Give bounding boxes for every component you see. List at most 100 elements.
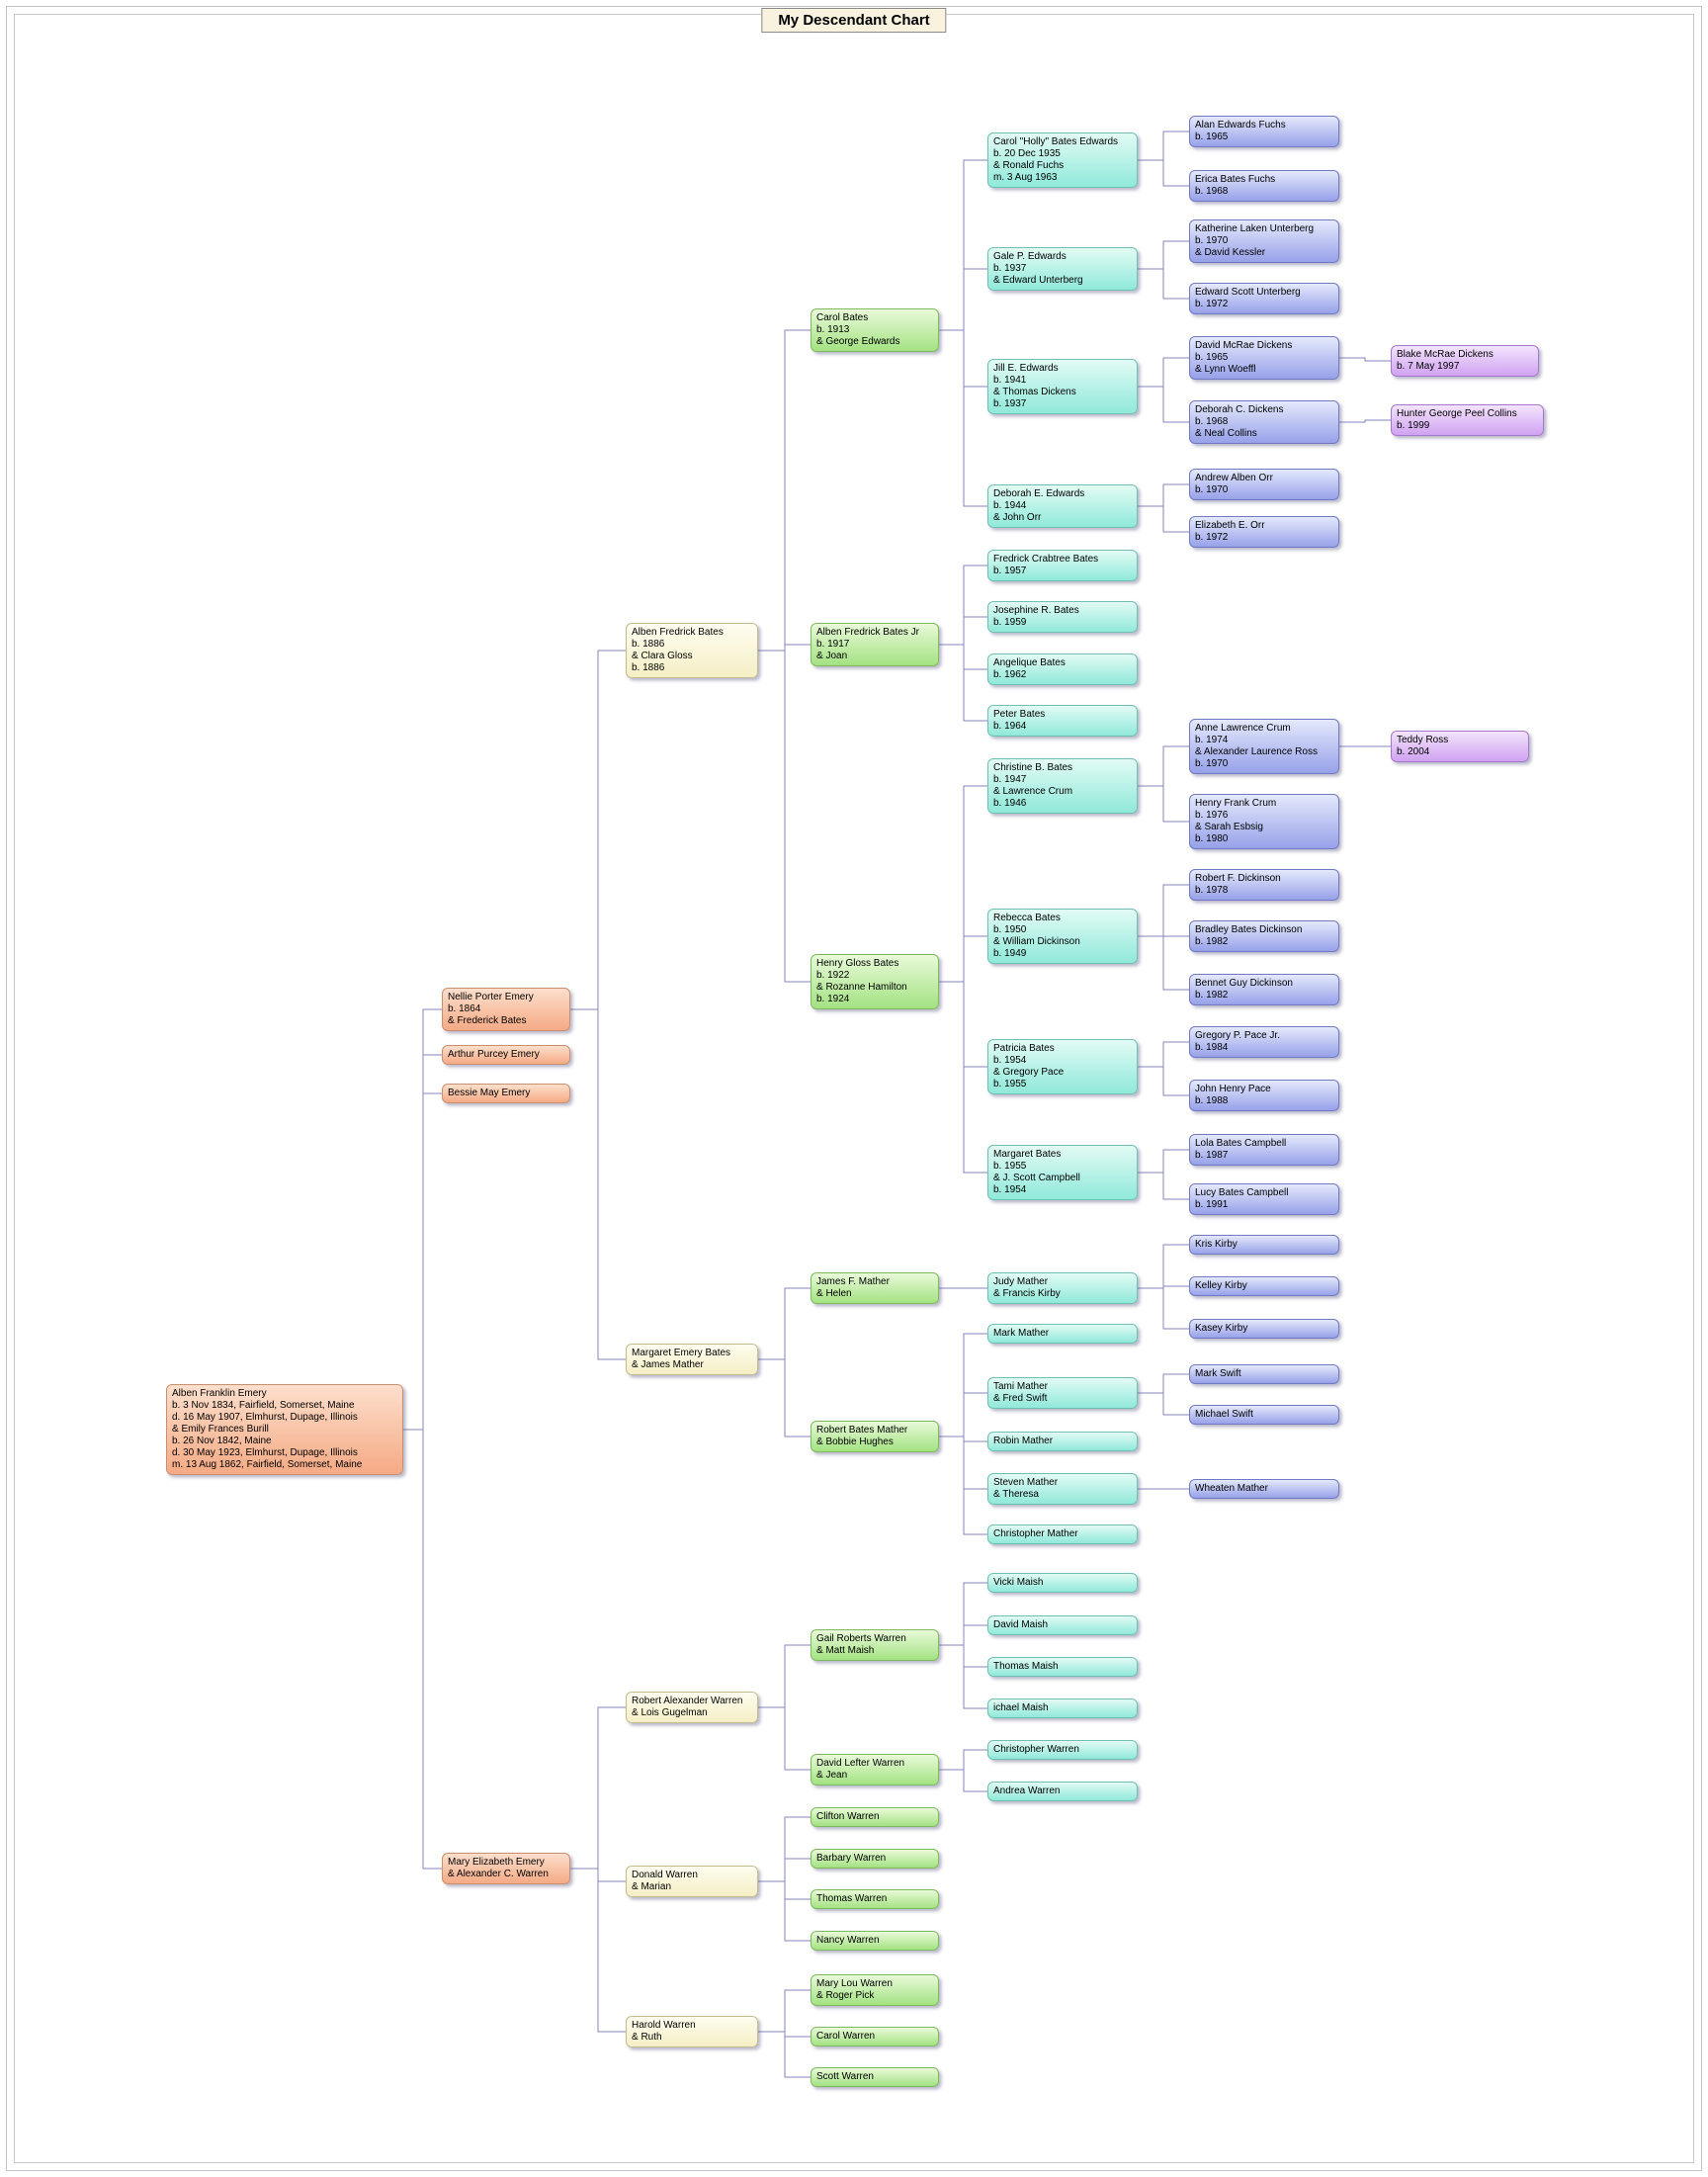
person-node-scott[interactable]: Scott Warren — [811, 2067, 939, 2087]
person-node-tami[interactable]: Tami Mather& Fred Swift — [987, 1377, 1138, 1409]
person-name: Robin Mather — [993, 1436, 1054, 1446]
person-node-robin[interactable]: Robin Mather — [987, 1432, 1138, 1451]
person-detail: b. 1947 — [993, 774, 1027, 785]
person-node-robert-alexander[interactable]: Robert Alexander Warren& Lois Gugelman — [626, 1692, 758, 1723]
person-detail: & Ronald Fuchs — [993, 160, 1065, 171]
person-node-bessie[interactable]: Bessie May Emery — [442, 1084, 570, 1103]
person-name: Alben Fredrick Bates — [632, 627, 724, 638]
person-node-kasey[interactable]: Kasey Kirby — [1189, 1319, 1339, 1339]
person-detail: b. 1964 — [993, 721, 1027, 732]
person-node-thomas-maish[interactable]: Thomas Maish — [987, 1657, 1138, 1677]
person-detail: b. 1982 — [1195, 936, 1229, 947]
person-detail: m. 3 Aug 1963 — [993, 172, 1058, 183]
connector-line — [939, 1644, 987, 1709]
person-node-mary[interactable]: Mary Elizabeth Emery& Alexander C. Warre… — [442, 1853, 570, 1884]
person-name: Jill E. Edwards — [993, 363, 1059, 374]
person-node-carol-warren[interactable]: Carol Warren — [811, 2027, 939, 2046]
person-name: Donald Warren — [632, 1870, 698, 1880]
person-node-vicki[interactable]: Vicki Maish — [987, 1573, 1138, 1593]
person-detail: b. 1864 — [448, 1003, 481, 1014]
person-node-margaret-emery[interactable]: Margaret Emery Bates& James Mather — [626, 1344, 758, 1375]
person-detail: & Edward Unterberg — [993, 275, 1083, 286]
person-node-harold[interactable]: Harold Warren& Ruth — [626, 2016, 758, 2047]
person-detail: & Bobbie Hughes — [816, 1437, 894, 1447]
person-detail: & Emily Frances Burill — [172, 1424, 269, 1435]
person-name: Deborah E. Edwards — [993, 488, 1085, 499]
person-node-ichael-maish[interactable]: ichael Maish — [987, 1698, 1138, 1718]
person-node-david-maish[interactable]: David Maish — [987, 1615, 1138, 1635]
person-node-steven[interactable]: Steven Mather& Theresa — [987, 1473, 1138, 1505]
person-node-mark-swift[interactable]: Mark Swift — [1189, 1364, 1339, 1384]
person-node-christopher-warren[interactable]: Christopher Warren — [987, 1740, 1138, 1760]
person-node-james-mather[interactable]: James F. Mather& Helen — [811, 1272, 939, 1304]
person-detail: b. 1965 — [1195, 352, 1229, 363]
person-node-nancy[interactable]: Nancy Warren — [811, 1931, 939, 1951]
person-node-kris[interactable]: Kris Kirby — [1189, 1235, 1339, 1255]
person-node-andrea[interactable]: Andrea Warren — [987, 1782, 1138, 1801]
person-detail: b. 20 Dec 1935 — [993, 148, 1061, 159]
person-node-michael-swift[interactable]: Michael Swift — [1189, 1405, 1339, 1425]
person-name: David Lefter Warren — [816, 1758, 905, 1769]
person-node-mary-lou[interactable]: Mary Lou Warren& Roger Pick — [811, 1974, 939, 2006]
person-node-david-lefter[interactable]: David Lefter Warren& Jean — [811, 1754, 939, 1785]
person-node-judy[interactable]: Judy Mather& Francis Kirby — [987, 1272, 1138, 1304]
person-detail: & Lynn Woeffl — [1195, 364, 1256, 375]
person-node-wheaten[interactable]: Wheaten Mather — [1189, 1479, 1339, 1499]
person-node-thomas-warren[interactable]: Thomas Warren — [811, 1889, 939, 1909]
person-detail: b. 1950 — [993, 924, 1027, 935]
person-name: Kasey Kirby — [1195, 1323, 1248, 1334]
person-detail: & Clara Gloss — [632, 651, 693, 661]
person-node-gregory-jr[interactable]: Gregory P. Pace Jr.b. 1984 — [1189, 1026, 1339, 1058]
person-node-arthur[interactable]: Arthur Purcey Emery — [442, 1045, 570, 1065]
person-detail: b. 7 May 1997 — [1397, 361, 1460, 372]
person-node-clifton[interactable]: Clifton Warren — [811, 1807, 939, 1827]
person-node-christopher-mather[interactable]: Christopher Mather — [987, 1524, 1138, 1544]
person-node-donald[interactable]: Donald Warren& Marian — [626, 1866, 758, 1897]
person-node-barbary[interactable]: Barbary Warren — [811, 1849, 939, 1869]
person-node-gail-warren[interactable]: Gail Roberts Warren& Matt Maish — [811, 1629, 939, 1661]
person-node-mark-mather[interactable]: Mark Mather — [987, 1324, 1138, 1344]
person-node-robert-mather[interactable]: Robert Bates Mather& Bobbie Hughes — [811, 1421, 939, 1452]
person-name: Teddy Ross — [1397, 735, 1449, 745]
person-node-kelley[interactable]: Kelley Kirby — [1189, 1276, 1339, 1296]
person-detail: b. 1959 — [993, 617, 1027, 628]
person-detail: & John Orr — [993, 512, 1042, 523]
